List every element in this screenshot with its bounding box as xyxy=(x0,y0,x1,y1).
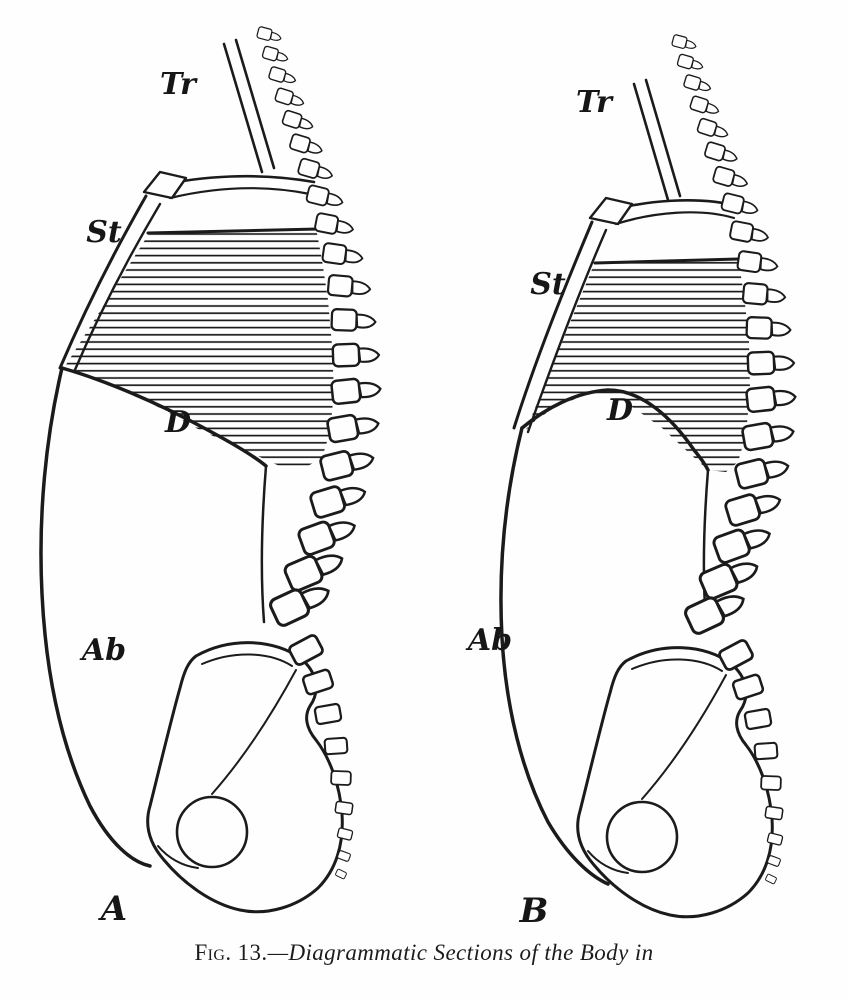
label-diaphragm: D xyxy=(606,393,633,428)
pubis-line xyxy=(157,845,199,869)
label-chest-wall: St xyxy=(530,267,566,302)
thoracic-inlet-inner-line xyxy=(614,211,736,226)
label-trachea: Tr xyxy=(160,67,198,102)
pleura-top-line xyxy=(146,227,320,235)
clavicle-block xyxy=(588,196,634,226)
trachea-lines xyxy=(632,78,682,202)
abdomen-outline xyxy=(499,426,610,886)
thoracic-inlet-inner-line xyxy=(168,187,312,200)
thorax-hatching xyxy=(526,258,750,472)
panel-b: Tr St D Ab B xyxy=(465,33,798,931)
caption-dash: — xyxy=(267,940,289,965)
panel-a: Tr St D Ab A xyxy=(39,25,383,929)
panel-b-letter: B xyxy=(519,891,549,931)
pelvic-brim-line xyxy=(211,669,297,795)
obturator-foramen xyxy=(605,800,679,874)
sternum-inner-line xyxy=(72,202,162,374)
trachea-lines xyxy=(222,38,276,174)
pelvic-brim-line xyxy=(641,674,727,800)
label-chest-wall: St xyxy=(86,215,122,250)
thorax-hatching xyxy=(64,228,334,469)
obturator-foramen xyxy=(175,795,249,869)
anatomical-diagram: Tr St D Ab A xyxy=(39,25,798,931)
clavicle-block xyxy=(142,170,188,200)
diaphragm-line xyxy=(520,388,710,472)
diaphragm-line xyxy=(60,366,268,468)
sternum-inner-line xyxy=(526,228,608,434)
pleura-top-line xyxy=(593,257,740,265)
label-abdomen: Ab xyxy=(465,623,512,658)
pubis-line xyxy=(587,850,629,874)
caption-figure-number: Fig. 13. xyxy=(194,940,268,965)
label-diaphragm: D xyxy=(164,405,191,440)
iliac-crest-line xyxy=(201,653,293,667)
caption-title: Diagrammatic Sections of the Body in xyxy=(288,940,654,965)
sternum-line xyxy=(512,220,594,430)
label-abdomen: Ab xyxy=(79,633,126,668)
panel-a-letter: A xyxy=(98,889,127,929)
label-trachea: Tr xyxy=(576,85,614,120)
figure-caption: Fig. 13.—Diagrammatic Sections of the Bo… xyxy=(0,940,848,966)
abdomen-outline xyxy=(39,366,152,868)
iliac-crest-line xyxy=(631,658,723,672)
sternum-line xyxy=(58,194,148,370)
posterior-abdominal-line xyxy=(260,464,268,624)
